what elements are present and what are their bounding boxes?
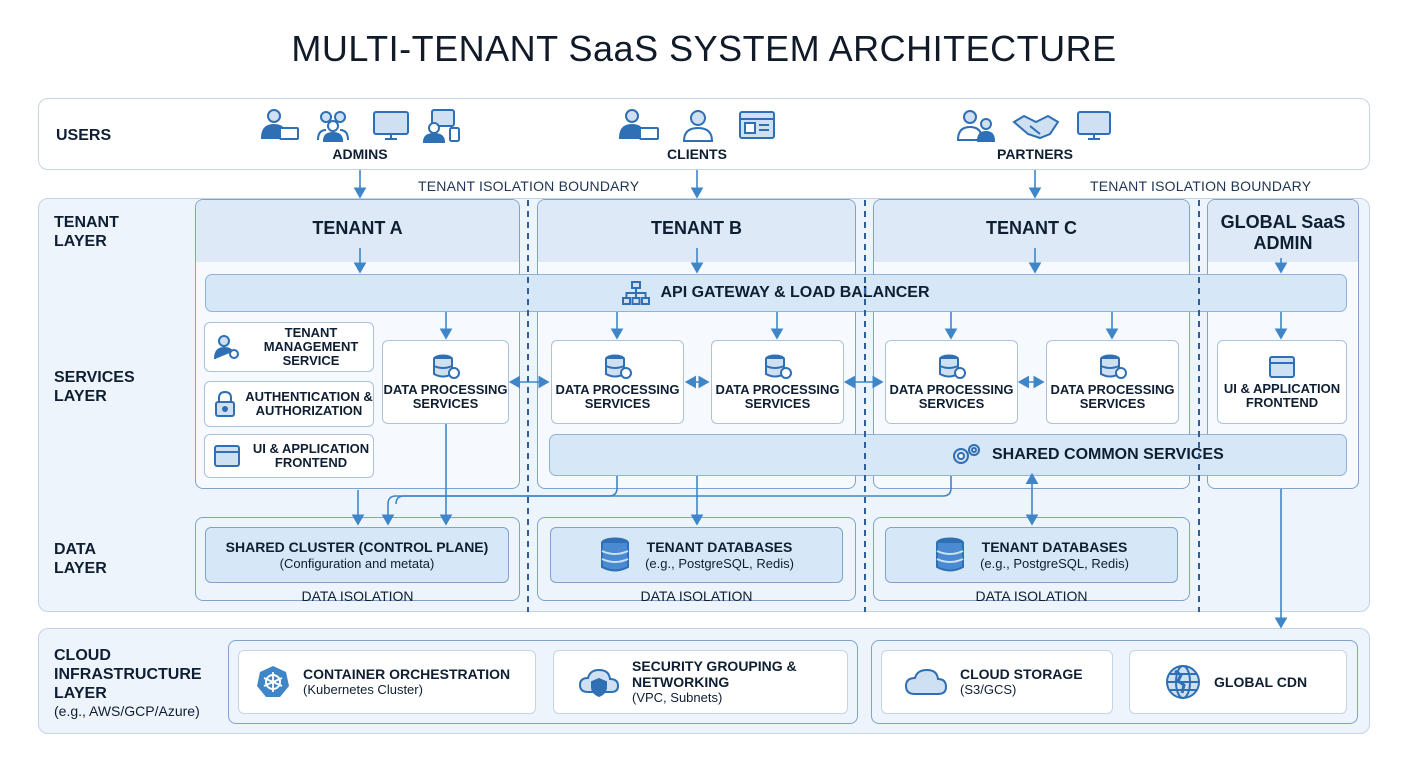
partners-icons <box>956 108 1116 144</box>
data-isolation-label-b: DATA ISOLATION <box>640 588 753 604</box>
cloud-storage-title: CLOUD STORAGE <box>960 666 1083 682</box>
database-gear-icon <box>938 354 966 379</box>
data-processing-b1-label: DATA PROCESSING SERVICES <box>555 381 680 411</box>
database-gear-icon <box>432 354 460 379</box>
tenant-b-databases[interactable]: TENANT DATABASES (e.g., PostgreSQL, Redi… <box>550 527 843 583</box>
clients-icons <box>618 108 778 144</box>
shared-common-services-bar[interactable]: SHARED COMMON SERVICES <box>549 434 1347 476</box>
tenant-c-db-title: TENANT DATABASES <box>981 538 1128 555</box>
api-gateway-bar[interactable]: API GATEWAY & LOAD BALANCER <box>205 274 1347 312</box>
shared-cluster-title: SHARED CLUSTER (CONTROL PLANE) <box>225 538 489 555</box>
data-processing-b2-label: DATA PROCESSING SERVICES <box>715 381 840 411</box>
data-processing-c1[interactable]: DATA PROCESSING SERVICES <box>885 340 1018 424</box>
kubernetes-icon <box>257 666 289 697</box>
team-icon <box>317 111 349 142</box>
global-ui-label: UI & APPLICATION FRONTEND <box>1223 380 1341 410</box>
global-ui-frontend[interactable]: UI & APPLICATION FRONTEND <box>1217 340 1347 424</box>
data-processing-b1[interactable]: DATA PROCESSING SERVICES <box>551 340 684 424</box>
user-devices-icon <box>422 109 460 143</box>
shared-cluster-sub: (Configuration and metata) <box>279 555 435 571</box>
tenant-c-databases[interactable]: TENANT DATABASES (e.g., PostgreSQL, Redi… <box>885 527 1178 583</box>
global-admin-title: GLOBAL SaaS ADMIN <box>1220 212 1346 253</box>
database-gear-icon <box>764 354 792 379</box>
tenant-b-db-title: TENANT DATABASES <box>646 538 793 555</box>
client-laptop-icon <box>618 109 659 140</box>
page-title: MULTI-TENANT SaaS SYSTEM ARCHITECTURE <box>291 28 1117 69</box>
security-networking-title: SECURITY GROUPING & NETWORKING <box>632 658 797 690</box>
data-processing-b2[interactable]: DATA PROCESSING SERVICES <box>711 340 844 424</box>
admin-user-icon <box>260 109 299 140</box>
cloud-layer-sublabel: (e.g., AWS/GCP/Azure) <box>54 703 200 719</box>
global-cdn[interactable]: GLOBAL CDN <box>1129 650 1347 714</box>
browser-window-icon <box>1269 355 1295 378</box>
users-admins-label: ADMINS <box>332 146 388 162</box>
lock-icon <box>215 390 235 417</box>
devices-icon <box>1077 111 1111 140</box>
users-partners-label: PARTNERS <box>997 146 1073 162</box>
tenant-a-ui-label: UI & APPLICATION FRONTEND <box>252 441 370 470</box>
database-gear-icon <box>1099 354 1127 379</box>
tenant-c-title: TENANT C <box>986 218 1077 238</box>
client-person-icon <box>682 110 714 142</box>
tenant-c-db-sub: (e.g., PostgreSQL, Redis) <box>980 555 1129 571</box>
container-orchestration-title: CONTAINER ORCHESTRATION <box>303 666 511 682</box>
data-layer-label: DATA LAYER <box>54 541 107 577</box>
container-orchestration-sub: (Kubernetes Cluster) <box>303 682 423 697</box>
security-networking-sub: (VPC, Subnets) <box>632 690 723 705</box>
globe-icon <box>1166 665 1200 699</box>
data-processing-c2-label: DATA PROCESSING SERVICES <box>1050 381 1175 411</box>
isolation-boundary-label-left: TENANT ISOLATION BOUNDARY <box>418 178 640 194</box>
cloud-storage-sub: (S3/GCS) <box>960 682 1017 697</box>
authentication-label: AUTHENTICATION & AUTHORIZATION <box>245 389 373 418</box>
handshake-icon <box>1012 114 1060 140</box>
authentication-service[interactable]: AUTHENTICATION & AUTHORIZATION <box>204 381 374 427</box>
users-clients-label: CLIENTS <box>667 146 727 162</box>
cloud-layer-label: CLOUD INFRASTRUCTURE LAYER <box>54 647 202 702</box>
isolation-boundary-label-right: TENANT ISOLATION BOUNDARY <box>1090 178 1312 194</box>
shared-cluster-box[interactable]: SHARED CLUSTER (CONTROL PLANE) (Configur… <box>205 527 509 583</box>
tenant-management-service[interactable]: TENANT MANAGEMENT SERVICE <box>204 322 374 372</box>
monitor-icon <box>373 111 409 140</box>
users-label: USERS <box>56 127 112 144</box>
data-processing-a[interactable]: DATA PROCESSING SERVICES <box>382 340 509 424</box>
cloud-icon <box>904 668 948 695</box>
browser-window-icon <box>739 111 775 139</box>
global-cdn-title: GLOBAL CDN <box>1214 674 1308 690</box>
services-layer-label: SERVICES LAYER <box>54 369 135 405</box>
data-processing-c1-label: DATA PROCESSING SERVICES <box>889 381 1014 411</box>
partner-people-icon <box>956 110 996 142</box>
tenant-layer-label: TENANT LAYER <box>54 214 119 250</box>
user-settings-icon <box>214 335 239 360</box>
tenant-a-ui-frontend[interactable]: UI & APPLICATION FRONTEND <box>204 434 374 478</box>
cloud-storage[interactable]: CLOUD STORAGE (S3/GCS) <box>881 650 1113 714</box>
data-isolation-label-c: DATA ISOLATION <box>975 588 1088 604</box>
data-processing-c2[interactable]: DATA PROCESSING SERVICES <box>1046 340 1179 424</box>
database-icon <box>936 537 965 572</box>
tenant-management-label: TENANT MANAGEMENT SERVICE <box>263 325 359 368</box>
admins-icons <box>256 108 466 144</box>
database-icon <box>601 537 630 572</box>
data-processing-a-label: DATA PROCESSING SERVICES <box>383 381 508 411</box>
tenant-a-title: TENANT A <box>312 218 403 238</box>
network-hierarchy-icon <box>622 281 651 305</box>
security-networking[interactable]: SECURITY GROUPING & NETWORKING (VPC, Sub… <box>553 650 848 714</box>
browser-window-icon <box>214 445 240 467</box>
data-isolation-label-a: DATA ISOLATION <box>301 588 414 604</box>
container-orchestration[interactable]: CONTAINER ORCHESTRATION (Kubernetes Clus… <box>238 650 536 714</box>
gears-icon <box>953 444 980 464</box>
shared-common-label: SHARED COMMON SERVICES <box>992 446 1224 463</box>
cloud-shield-icon <box>578 668 620 698</box>
tenant-b-title: TENANT B <box>651 218 742 238</box>
database-gear-icon <box>604 354 632 379</box>
api-gateway-label: API GATEWAY & LOAD BALANCER <box>660 284 930 301</box>
tenant-b-db-sub: (e.g., PostgreSQL, Redis) <box>645 555 794 571</box>
